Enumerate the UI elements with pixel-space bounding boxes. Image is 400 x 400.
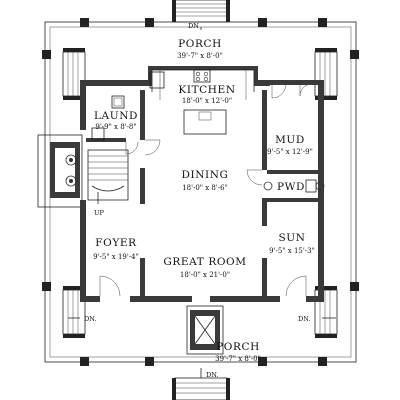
foyer-dims: 9'-5" x 19'-4" xyxy=(93,253,139,261)
stair-left-top xyxy=(62,48,86,100)
mud-name: MUD xyxy=(275,134,305,146)
stair-interior-label: UP xyxy=(94,209,104,217)
dining-name: DINING xyxy=(181,169,228,181)
kitchen-dims: 18'-0" x 12'-0" xyxy=(182,97,232,105)
kitchen-name: KITCHEN xyxy=(178,84,235,96)
great-room-dims: 18'-0" x 21'-0" xyxy=(180,271,230,279)
laundry-dims: 9'-9" x 8'-8" xyxy=(95,123,136,131)
porch-top-name: PORCH xyxy=(178,38,222,50)
mud-pwd-fixtures xyxy=(263,83,325,193)
kitchen-fixtures xyxy=(149,69,255,135)
fireplace xyxy=(186,305,224,355)
stair-left-label: DN. xyxy=(84,315,97,323)
stair-top-label: DN xyxy=(188,22,199,30)
foyer-name: FOYER xyxy=(95,237,137,249)
pwd-name: PWD xyxy=(277,181,305,193)
laundry-fixtures xyxy=(91,95,125,141)
stair-bottom-label: DN. xyxy=(206,371,219,379)
room-labels: PORCH 39'-7" x 8'-0" KITCHEN 18'-0" x 12… xyxy=(93,38,315,363)
stair-right-bottom: DN. xyxy=(298,286,338,338)
dining-dims: 18'-0" x 8'-6" xyxy=(182,184,228,192)
porch-bottom-name: PORCH xyxy=(216,341,260,353)
great-room-name: GREAT ROOM xyxy=(163,256,246,268)
porch-bottom-dims: 39'-7" x 8'-0" xyxy=(215,355,261,363)
stair-bottom: DN. xyxy=(172,368,230,400)
stair-left-bottom: DN. xyxy=(62,286,97,338)
stair-top: DN xyxy=(172,0,230,30)
stair-interior: UP xyxy=(87,149,129,217)
mud-dims: 9'-5" x 12'-9" xyxy=(267,148,313,156)
porch-posts xyxy=(42,18,359,366)
laundry-name: LAUND xyxy=(94,110,138,122)
sun-name: SUN xyxy=(278,232,305,244)
porch-top-dims: 39'-7" x 8'-0" xyxy=(177,52,223,60)
sun-dims: 9'-5" x 15'-3" xyxy=(269,247,315,255)
stair-right-top xyxy=(314,48,338,100)
stair-right-label: DN. xyxy=(298,315,311,323)
side-bay xyxy=(37,134,83,208)
door-swings xyxy=(99,139,307,297)
interior-walls xyxy=(86,90,318,302)
